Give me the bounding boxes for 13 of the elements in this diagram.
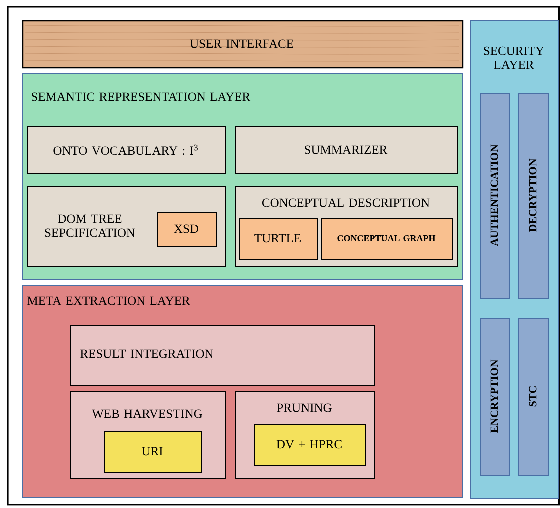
component-box: XSD [157, 212, 218, 248]
module-box: RESULT INTEGRATION [70, 325, 376, 386]
component-box: CONCEPTUAL GRAPH [321, 218, 454, 260]
module-bar: ENCRYPTION [480, 318, 510, 476]
component-box: DV + HPRC [254, 424, 366, 466]
module-bar: AUTHENTICATION [480, 93, 510, 300]
component-box: URI [104, 431, 202, 474]
interface-bar: USER INTERFACE [22, 20, 464, 69]
module-bar: DECRYPTION [518, 93, 550, 300]
module-box: SUMMARIZER [235, 126, 458, 174]
module-bar: STC [518, 318, 550, 476]
component-box: TURTLE [239, 218, 318, 260]
module-box: ONTO VOCABULARY : I$^{3}$ [27, 126, 226, 174]
